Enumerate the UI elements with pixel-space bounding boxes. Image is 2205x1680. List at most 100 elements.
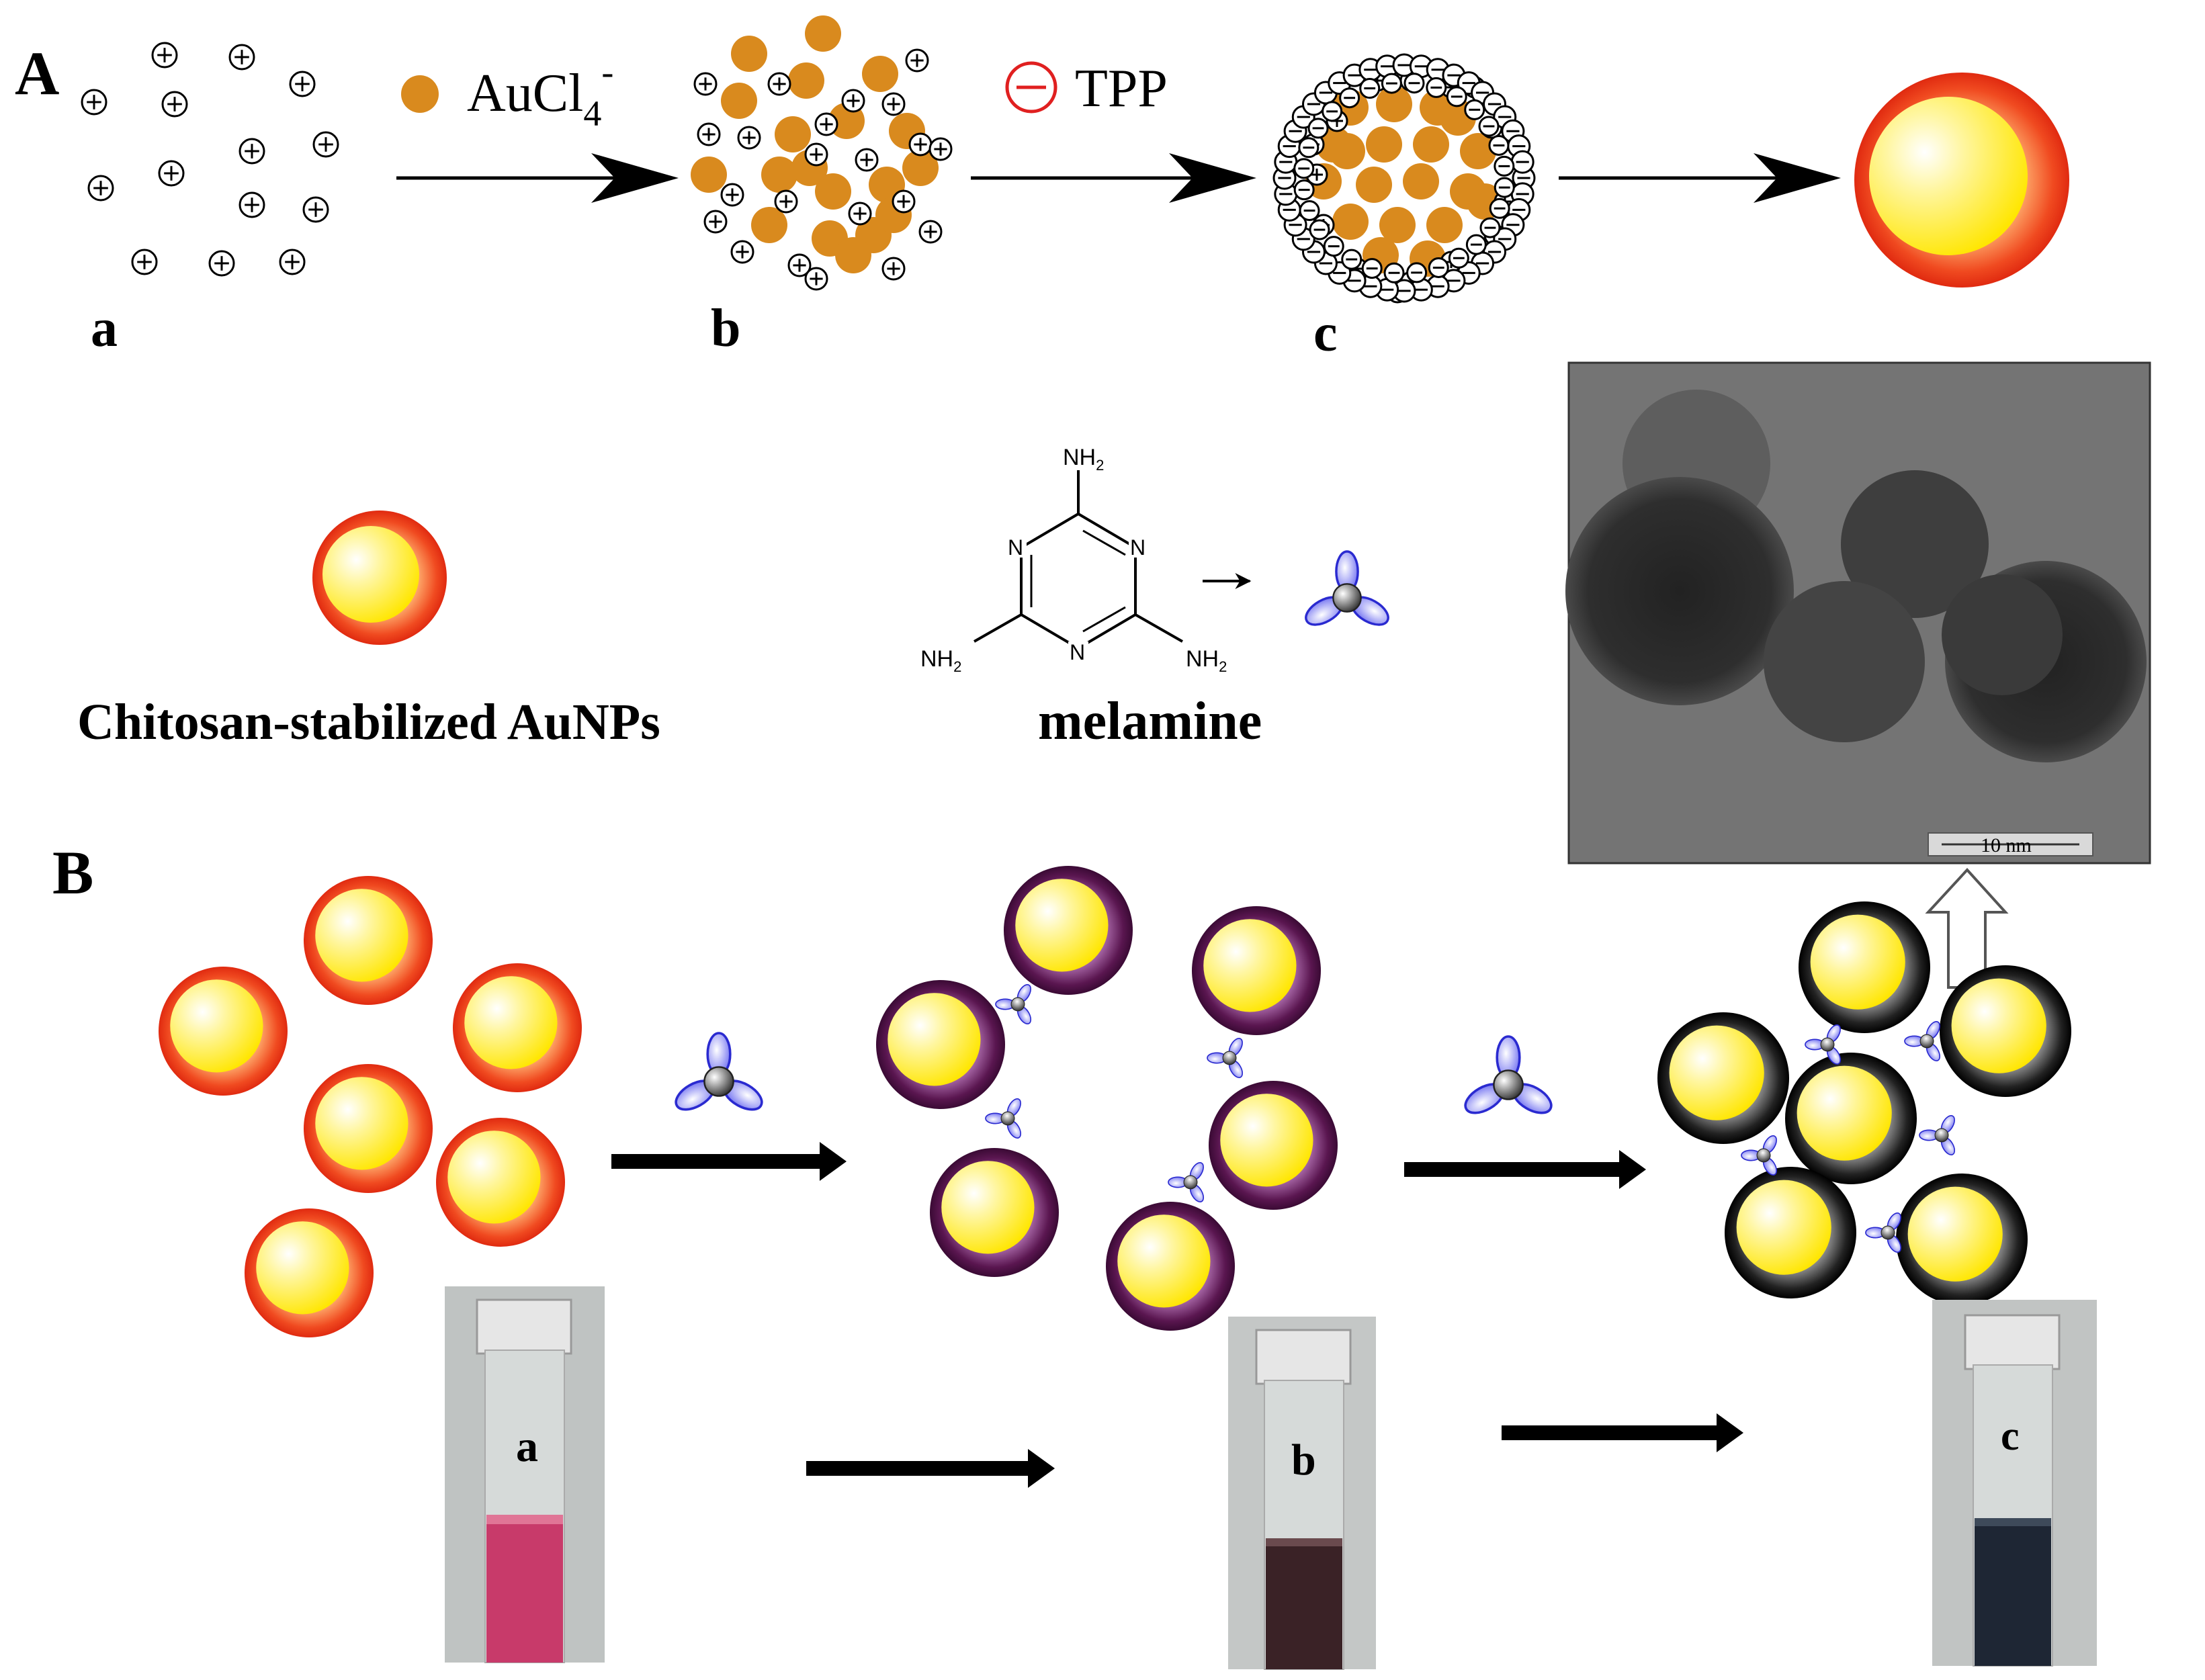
melamine-molecule-icon — [1919, 1115, 1956, 1156]
minus-charge-icon — [1488, 134, 1510, 156]
aunp-particle — [1657, 1012, 1789, 1144]
melamine-caption: melamine — [1038, 692, 1262, 751]
aucl4-ion — [1413, 126, 1449, 163]
aunp-particle — [304, 876, 433, 1005]
minus-charge-icon — [1339, 87, 1360, 109]
plus-charge-icon — [239, 191, 265, 218]
arrow-b-to-c-head — [1169, 153, 1256, 203]
minus-charge-icon — [1426, 77, 1447, 98]
minus-charge-icon — [1309, 219, 1330, 240]
aunp-particle — [304, 1064, 433, 1193]
plus-charge-icon — [693, 72, 718, 96]
minus-charge-icon — [1489, 197, 1510, 219]
plus-charge-icon — [767, 72, 791, 96]
arrow-tube-b-shaft — [1502, 1425, 1723, 1440]
minus-charge-icon — [1359, 78, 1381, 99]
aunp-particle — [436, 1118, 565, 1247]
aucl4-ion — [788, 62, 824, 99]
melamine-molecule-icon — [985, 1098, 1022, 1139]
step-label-c: c — [1313, 304, 1338, 363]
ring-n-3: N — [1070, 640, 1085, 664]
chitosan-cations — [81, 42, 339, 277]
aucl4-ion — [731, 36, 767, 72]
aucl4-ion — [1460, 133, 1496, 169]
step-label-a: a — [91, 299, 118, 358]
aggregated-aunps — [1657, 901, 2071, 1305]
chitosan-aucl4-cluster — [691, 15, 953, 291]
plus-charge-icon — [841, 89, 865, 113]
dispersed-aunps — [159, 876, 582, 1337]
plus-charge-icon — [804, 267, 828, 291]
aucl4-legend-dot — [401, 75, 439, 113]
aucl4-ion — [1403, 163, 1439, 200]
arrow-b1-shaft — [611, 1154, 826, 1169]
minus-charge-icon — [1323, 236, 1344, 257]
tpp-legend-label: TPP — [1075, 59, 1168, 118]
ring-n-1: N — [1008, 535, 1023, 560]
aucl4-ion — [751, 207, 787, 243]
aunp-product-particle — [1854, 73, 2069, 288]
plus-charge-icon — [720, 183, 744, 207]
plus-charge-icon — [289, 71, 316, 97]
plus-charge-icon — [81, 89, 107, 116]
aunp-particle — [930, 1148, 1059, 1277]
aucl4-ion — [1426, 207, 1463, 243]
plus-charge-icon — [697, 122, 721, 146]
plus-charge-icon — [848, 202, 872, 226]
aunp-particle — [1004, 866, 1133, 995]
aucl4-ion — [1332, 204, 1369, 240]
melamine-molecule-icon — [1741, 1135, 1778, 1176]
plus-charge-icon — [908, 132, 933, 157]
aucl4-ion — [691, 157, 727, 193]
minus-charge-icon — [1510, 150, 1534, 174]
aucl4-ion — [862, 56, 898, 92]
aunp-legend-particle — [312, 511, 447, 645]
aucl4-ion — [835, 237, 871, 273]
plus-charge-icon — [161, 91, 188, 118]
aunp-particle — [1799, 901, 1930, 1033]
tube-label-a: a — [516, 1422, 538, 1471]
plus-charge-icon — [918, 220, 943, 244]
arrow-b2-head — [1619, 1150, 1646, 1189]
aunp-particle — [1785, 1053, 1917, 1184]
minus-charge-icon — [1307, 118, 1329, 139]
melamine-molecule-icon — [1305, 550, 1389, 626]
minus-charge-icon — [1448, 247, 1469, 269]
melamine-molecule-icon — [1805, 1024, 1842, 1065]
step-label-b: b — [711, 299, 741, 358]
aucl4-ion — [1376, 86, 1412, 122]
melamine-molecule-icon — [1168, 1162, 1205, 1203]
melamine-bridges — [985, 984, 1956, 1253]
plus-charge-icon — [302, 196, 329, 223]
arrow-c-to-aunp-head — [1754, 153, 1841, 203]
plus-charge-icon — [774, 189, 798, 214]
aunp-particle — [245, 1208, 374, 1337]
plus-charge-icon — [312, 131, 339, 158]
tube-photo-b: b — [1228, 1317, 1376, 1670]
minus-charge-icon — [1428, 257, 1449, 278]
partially-aggregated-aunps — [876, 866, 1338, 1331]
plus-charge-icon — [239, 138, 265, 165]
melamine-molecule-icon — [995, 984, 1032, 1025]
plus-charge-icon — [208, 250, 235, 277]
minus-charge-icon — [1322, 101, 1343, 122]
aunp-particle — [1896, 1174, 2028, 1305]
aunp-particle — [1940, 965, 2071, 1097]
aunp-particle — [876, 980, 1005, 1109]
plus-charge-icon — [158, 160, 185, 187]
nh2-left: NH2 — [920, 646, 961, 675]
minus-charge-icon — [1494, 155, 1515, 177]
minus-charge-icon — [1299, 200, 1320, 222]
plus-charge-icon — [881, 92, 906, 116]
plus-charge-icon — [737, 126, 761, 150]
aucl4-ion — [761, 157, 797, 193]
aunp-particle — [159, 967, 288, 1096]
aucl4-ion — [815, 173, 851, 210]
plus-charge-icon — [905, 48, 929, 73]
plus-charge-icon — [87, 175, 114, 202]
melamine-molecule-icon — [1904, 1021, 1941, 1062]
minus-charge-icon — [1446, 86, 1467, 107]
tem-scale-label: 10 nm — [1981, 834, 2032, 856]
tpp-crosslinked-cluster — [1272, 53, 1536, 304]
melamine-molecule-icon — [1305, 550, 1389, 626]
